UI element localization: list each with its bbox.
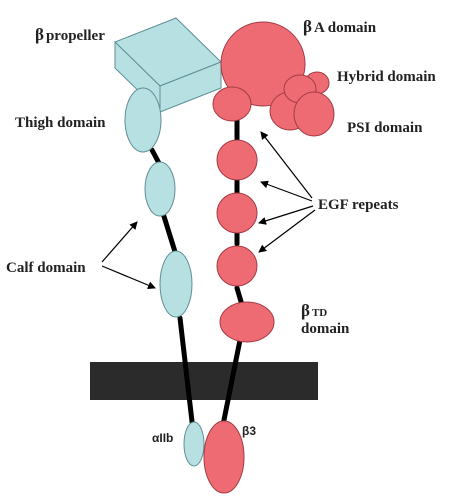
calf-arrows (101, 221, 156, 290)
cell-membrane (90, 362, 318, 400)
alpha-iib-label: αIIb (152, 431, 173, 445)
psi-domain-shape (293, 91, 335, 137)
beta-td-domain-label-line2: domain (301, 321, 350, 337)
hybrid-domain-label: Hybrid domain (337, 69, 436, 85)
egf-repeat-2-shape (216, 192, 258, 234)
calf-domain-1-shape (144, 161, 176, 217)
calf-domain-2-shape (159, 250, 193, 318)
beta-td-domain-shape (219, 301, 275, 343)
psi-domain-label: PSI domain (347, 120, 423, 136)
beta-a-domain-shape (220, 21, 306, 107)
egf-repeat-1-shape (216, 139, 258, 181)
beta3-tm-shape (203, 420, 245, 494)
beta-a-lobe-shape (212, 86, 252, 122)
thigh-domain-label: Thigh domain (15, 115, 106, 131)
egf-repeats-label: EGF repeats (318, 197, 399, 213)
thigh-domain-shape (124, 87, 162, 153)
alpha-iib-tm-shape (183, 421, 205, 467)
egf-repeat-3-shape (216, 245, 258, 287)
calf-domain-label: Calf domain (6, 260, 86, 276)
egf-arrows (258, 131, 316, 253)
beta3-label: β3 (242, 424, 256, 438)
